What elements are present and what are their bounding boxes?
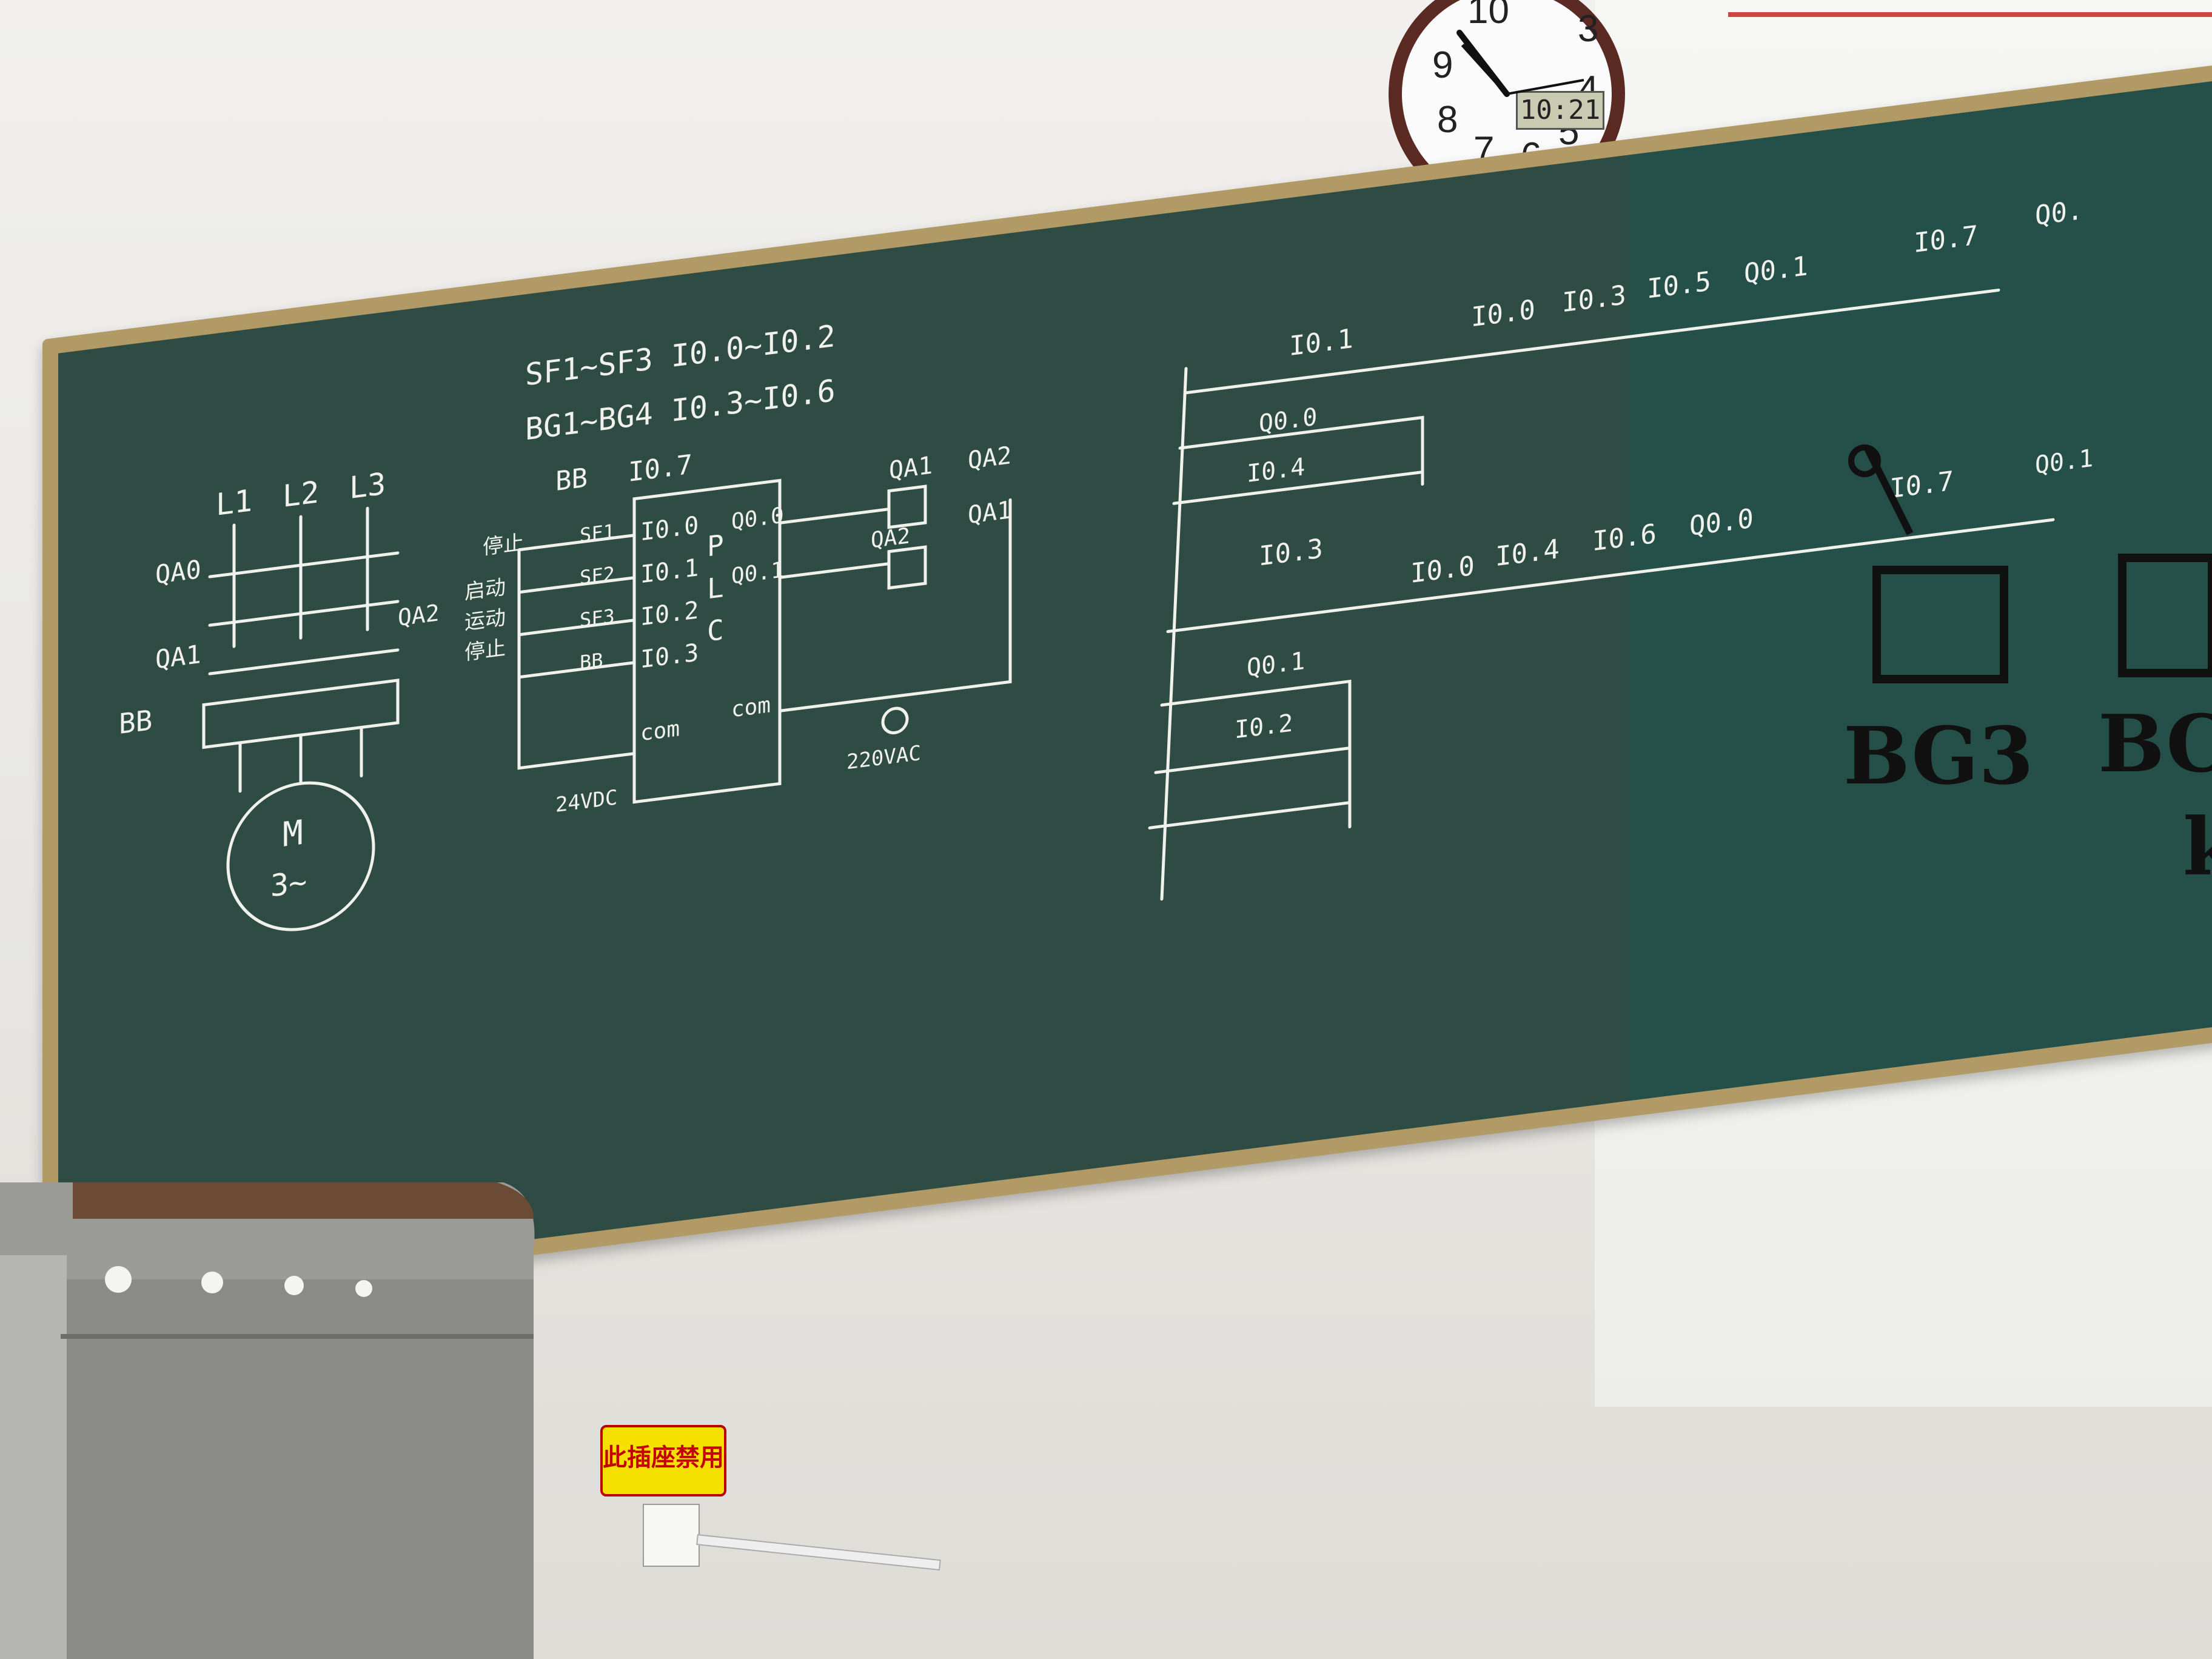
switch-function-label: 停止 <box>483 531 524 560</box>
ladder-contact-label: I0.4 <box>1247 453 1305 488</box>
ac-source-symbol <box>881 706 909 735</box>
chalkboard: SF1~SF3 I0.0~I0.2 BG1~BG4 I0.3~I0.6 L1 L… <box>42 61 2212 1318</box>
contactor-label: QA2 <box>398 599 440 631</box>
ladder-coil-label: Q0.1 <box>2035 444 2093 480</box>
ladder-contact-label: I0.7 <box>1889 466 1954 504</box>
phase-wires <box>232 506 369 648</box>
coil-label: QA1 <box>889 452 933 485</box>
rung2-parallel <box>1148 679 1352 830</box>
ladder-contact-label: I0.6 <box>1592 518 1657 557</box>
projected-label: k <box>2183 800 2212 893</box>
ladder-contact-label: I0.4 <box>1495 534 1560 572</box>
ladder-contact-label: Q0.0 <box>1689 503 1754 542</box>
coil-label: QA1 <box>968 496 1011 529</box>
plc-box <box>632 478 782 804</box>
coil-label: QA2 <box>871 522 910 553</box>
relay-label: BB <box>555 463 588 497</box>
plc-letter: C <box>707 613 724 648</box>
rung1-parallel <box>1172 415 1424 505</box>
relay-label: BB <box>119 703 152 740</box>
clock-hands <box>1456 30 1584 97</box>
overload-relay-box <box>202 679 400 749</box>
clock-numeral: 10 <box>1467 0 1509 32</box>
plc-com: com <box>731 691 771 722</box>
plc-input: I0.1 <box>640 554 699 589</box>
switch-function-label: 运动 <box>464 606 506 635</box>
wall-socket <box>643 1504 700 1567</box>
motor-label: M <box>283 813 303 855</box>
clock-numeral: 3 <box>1578 8 1599 50</box>
relay-input-label: I0.7 <box>628 449 692 488</box>
ac-supply-label: 220VAC <box>846 741 921 774</box>
ladder-coil-label: Q0. <box>2035 195 2083 232</box>
motor-circle <box>226 781 375 931</box>
plc-input: I0.0 <box>640 511 699 546</box>
plc-input: I0.2 <box>640 596 699 631</box>
ladder-contact-label: I0.3 <box>1562 280 1626 318</box>
switch-function-label: 停止 <box>464 636 506 665</box>
ladder-contact-label: I0.3 <box>1259 533 1323 572</box>
plc-letter: L <box>707 571 724 605</box>
contactor-bars <box>208 551 400 675</box>
switch-wires <box>517 534 636 770</box>
ladder-contact-label: I0.2 <box>1235 709 1293 745</box>
ladder-contact-label: I0.0 <box>1410 551 1475 589</box>
plc-input: I0.3 <box>640 638 699 674</box>
projected-label: BG3 <box>1843 709 2034 802</box>
dc-supply-label: 24VDC <box>555 785 617 817</box>
projected-label: BC <box>2098 697 2212 790</box>
coil-label: QA2 <box>968 441 1011 475</box>
phase-label: L3 <box>349 466 386 506</box>
projected-red-line <box>1728 12 2212 17</box>
ladder-contact-label: Q0.1 <box>1247 647 1305 682</box>
contactor-label: QA1 <box>155 639 201 674</box>
plc-com: com <box>640 715 680 746</box>
ladder-contact-label: Q0.1 <box>1744 250 1808 289</box>
output-wires <box>778 498 1012 712</box>
rung1-line <box>1184 288 2000 395</box>
warning-sign: 此插座禁用 <box>600 1425 726 1496</box>
ladder-contact-label: I0.1 <box>1289 323 1353 362</box>
clock-numeral: 9 <box>1432 44 1453 86</box>
ladder-contact-label: I0.5 <box>1647 266 1711 305</box>
projected-caption-blur <box>1795 1279 2212 1352</box>
switch-function-label: 启动 <box>464 575 506 605</box>
coil-boxes <box>887 484 927 590</box>
ladder-contact-label: I0.0 <box>1471 294 1535 333</box>
clock-lcd-display: 10:21 <box>1516 91 1604 130</box>
contactor-label: QA0 <box>155 554 201 589</box>
ladder-contact-label: I0.7 <box>1914 220 1978 259</box>
motor-label: 3~ <box>270 863 307 903</box>
lectern <box>0 1182 535 1659</box>
plc-output: Q0.0 <box>731 502 784 535</box>
plc-letter: P <box>707 528 724 563</box>
rung2-line <box>1166 518 2055 634</box>
motor-leads <box>238 726 363 793</box>
chalk-drawing: SF1~SF3 I0.0~I0.2 BG1~BG4 I0.3~I0.6 L1 L… <box>119 195 2093 931</box>
clock-numeral: 8 <box>1437 99 1458 141</box>
phase-label: L1 <box>216 482 252 522</box>
plc-output: Q0.1 <box>731 557 784 589</box>
ladder-power-rail <box>1160 367 1188 901</box>
phase-label: L2 <box>283 474 319 514</box>
